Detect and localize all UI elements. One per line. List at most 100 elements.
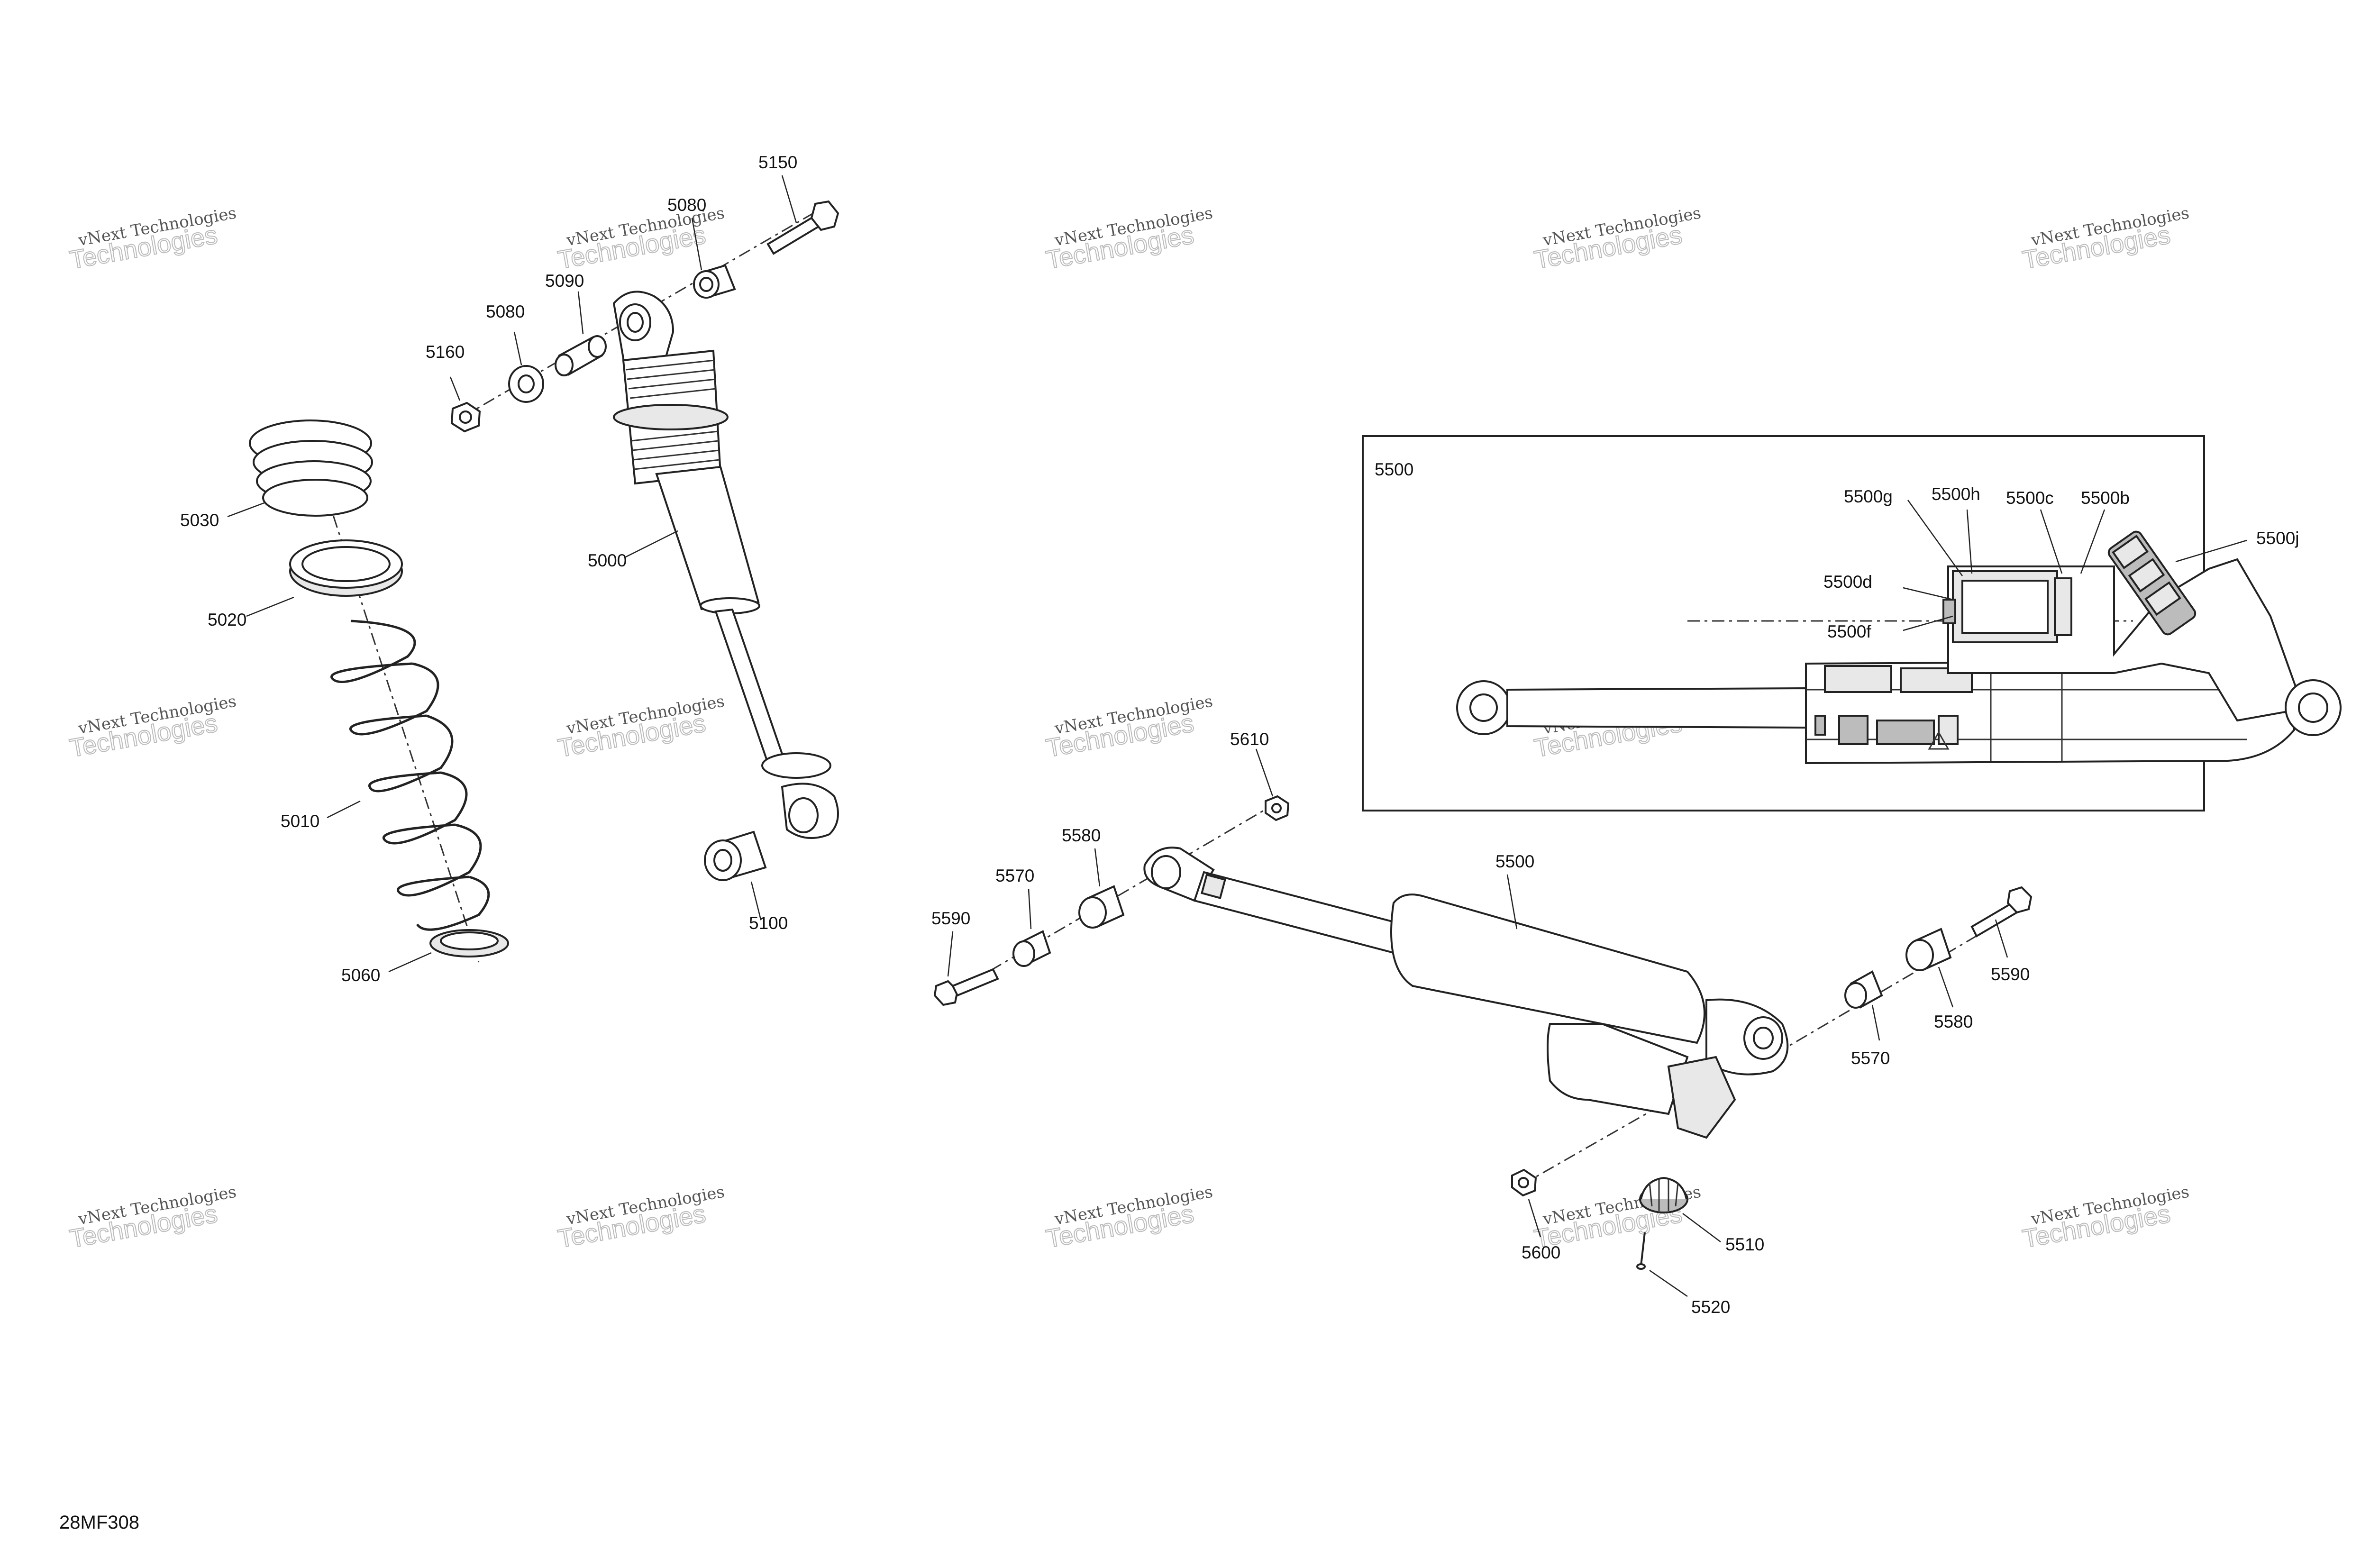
leader-5150 — [781, 175, 797, 223]
bolt-icon — [1970, 886, 2033, 938]
spring-assembly: 5030 5020 5010 5060 — [180, 419, 509, 985]
callout-5570b: 5570 — [1851, 1048, 1890, 1068]
inset-damper-eye-left — [1456, 680, 1511, 735]
callout-5580a: 5580 — [1062, 826, 1101, 845]
damper-bottom-hardware: 5600 5510 5520 — [1511, 1168, 1764, 1317]
bolt-icon — [766, 200, 839, 255]
spring-clip-icon — [429, 929, 509, 957]
callout-5590a: 5590 — [931, 909, 970, 928]
callout-5500b: 5500b — [2081, 488, 2130, 508]
callout-5100: 5100 — [749, 913, 788, 933]
leader-5080a — [691, 218, 702, 271]
callout-5510: 5510 — [1725, 1235, 1764, 1254]
leader-5580b — [1938, 966, 1954, 1008]
callout-5060: 5060 — [341, 966, 380, 985]
callout-5590b: 5590 — [1991, 965, 2030, 984]
inset-title: 5500 — [1375, 460, 1413, 479]
shock-absorber-icon: 5000 — [588, 291, 839, 839]
nut-icon — [450, 401, 481, 433]
leader-5500j — [2175, 539, 2247, 563]
callout-5580b: 5580 — [1934, 1012, 1973, 1031]
callout-5020: 5020 — [208, 610, 246, 629]
nut-icon — [1511, 1168, 1537, 1197]
leader-5520 — [1649, 1269, 1688, 1297]
callout-5150: 5150 — [758, 153, 797, 172]
leader-5600 — [1528, 1199, 1541, 1238]
leader-5500c — [2040, 509, 2063, 574]
steering-damper-icon: 5500 — [948, 800, 2029, 1186]
callout-5500h: 5500h — [1932, 484, 1980, 504]
lower-bushing-icon: 5100 — [704, 830, 788, 933]
callout-5500g: 5500g — [1844, 487, 1893, 506]
callout-5160: 5160 — [426, 342, 465, 362]
callout-5610: 5610 — [1230, 729, 1269, 749]
leader-5000 — [625, 530, 678, 558]
inset-damper-rod — [1506, 687, 1807, 729]
callout-5090: 5090 — [545, 271, 584, 291]
spring-axis — [310, 445, 480, 963]
damper-right-hardware: 5570 5580 5590 — [1844, 886, 2033, 1068]
spring-seat-icon — [289, 539, 403, 597]
callout-5080b: 5080 — [486, 302, 525, 321]
leader-5500 — [1506, 874, 1518, 930]
leader-5610 — [1255, 748, 1274, 797]
damper-left-hardware: 5610 5580 5570 5590 — [931, 729, 1290, 1006]
callout-5500f: 5500f — [1827, 622, 1871, 641]
coil-spring-icon — [330, 620, 490, 931]
figure-code: 28MF308 — [59, 1512, 139, 1533]
callout-5030: 5030 — [180, 511, 219, 530]
leader-5500d — [1903, 587, 1953, 601]
leader-5500g — [1907, 500, 1963, 576]
upper-mount-hardware: 5160 5080 5090 5080 5150 — [426, 153, 839, 433]
callout-5500c: 5500c — [2006, 488, 2054, 508]
sleeve-icon — [555, 335, 607, 376]
leader-5160 — [449, 376, 461, 401]
sleeve-icon — [1844, 970, 1883, 1009]
leader-5090 — [577, 291, 584, 335]
leader-5100 — [750, 881, 762, 920]
leader-5500f — [1903, 615, 1953, 631]
callout-5010: 5010 — [281, 811, 319, 831]
nut-icon — [1265, 795, 1290, 821]
bolt-icon — [933, 968, 999, 1006]
callout-5080a: 5080 — [667, 195, 706, 215]
leader-5020 — [246, 596, 294, 617]
knob-icon — [1639, 1176, 1688, 1213]
inset-reservoir — [1942, 558, 2305, 722]
detail-inset: 5500 — [1362, 435, 2342, 811]
leader-5570b — [1871, 1004, 1880, 1041]
leader-5030 — [227, 501, 266, 518]
leader-5590a — [947, 931, 954, 977]
leader-5510 — [1682, 1213, 1721, 1242]
tender-spring-icon — [249, 419, 373, 517]
sleeve-icon — [1012, 930, 1051, 967]
inset-damper-body — [1805, 660, 2296, 765]
thread-lines — [625, 359, 720, 470]
callout-5570a: 5570 — [995, 866, 1034, 885]
inset-damper-eye-right — [2285, 679, 2342, 736]
leader-5060 — [388, 952, 432, 973]
leader-5500h — [1966, 509, 1973, 574]
bushing-icon — [1905, 928, 1952, 971]
callout-5500: 5500 — [1495, 852, 1534, 871]
bushing-icon — [693, 264, 736, 299]
bushing-icon — [1078, 885, 1125, 929]
washer-icon — [508, 365, 544, 403]
callout-5500j: 5500j — [2256, 529, 2299, 548]
callout-5600: 5600 — [1522, 1243, 1560, 1262]
leader-5010 — [327, 800, 361, 819]
leader-5580a — [1094, 848, 1101, 887]
upper-mount-axis — [462, 203, 830, 418]
